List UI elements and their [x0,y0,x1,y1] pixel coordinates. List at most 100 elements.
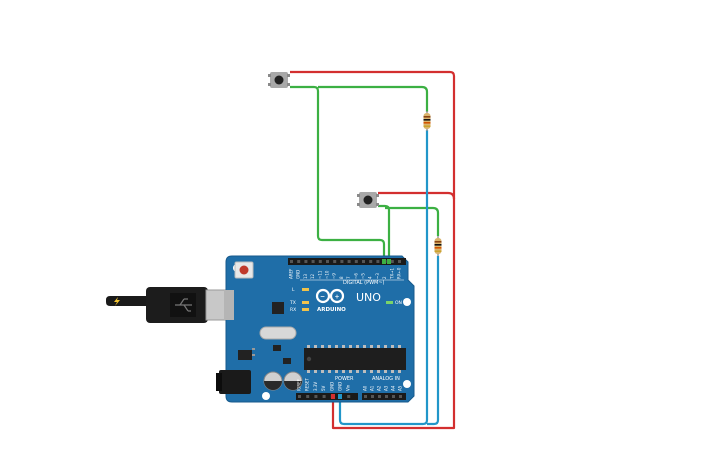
pin-label: GND [338,382,343,391]
digital-section-label: DIGITAL (PWM~) [343,280,385,286]
header-pin-hole[interactable] [318,260,322,263]
header-pin-hole[interactable] [304,260,308,263]
chip-pin [377,370,380,373]
wire-endpoints [331,259,391,399]
analog-section-label: ANALOG IN [372,376,400,382]
header-pin-hole[interactable] [369,260,373,263]
header-pin-hole[interactable] [333,260,337,263]
chip-pin [391,345,394,348]
header-pin-hole[interactable] [398,260,401,263]
pin-label: A1 [370,385,375,391]
header-pin-hole[interactable] [362,260,365,263]
header-pin-hole[interactable] [290,260,293,263]
pin-label: ~9 [332,273,337,279]
wire-green-button1-pin[interactable] [290,85,386,262]
header-pin-hole[interactable] [364,395,367,398]
chip-pin [328,345,331,348]
usb-symbol-icon [175,298,192,312]
header-pin-hole[interactable] [399,395,402,398]
pin-label: RX←0 [397,267,402,279]
pin-label: IOREF [297,378,302,391]
led-tx [302,301,309,304]
pin-label: ~5 [361,273,366,279]
pin-label: A4 [391,385,396,391]
chip-pin [328,370,331,373]
chip-pin [398,345,401,348]
pin-label: ~3 [375,273,380,279]
atmega-microcontroller [304,345,406,373]
chip-pin [335,345,338,348]
reset-button[interactable] [234,261,254,279]
chip-pin [314,345,317,348]
pin-label: TX→1 [389,267,394,280]
chip-pin [384,345,387,348]
pin-label: GND [329,382,334,391]
pushbutton-2-cap[interactable] [363,195,373,205]
wire-red-button2[interactable] [378,191,456,200]
pin-label: 5V [321,385,326,391]
usb-cable[interactable] [106,287,229,323]
chip-pin [356,345,359,348]
wire-red-5v-rail[interactable] [290,70,456,430]
header-pin-hole[interactable] [340,260,344,263]
pin-label: 7 [346,276,351,279]
wire-blue-resistor1-gnd[interactable] [338,130,429,426]
pin-label: ~6 [353,273,358,279]
digital-header [288,258,406,265]
wire-blue-resistor2-gnd[interactable] [427,256,440,426]
header-pin-hole[interactable] [326,260,329,263]
led-on [386,301,393,304]
header-pin-hole[interactable] [378,395,381,398]
pushbutton-1-cap[interactable] [274,75,284,85]
led-tx-label: TX [289,300,296,306]
wire-green-button1-resistor[interactable] [318,85,429,112]
resistor-2[interactable] [434,236,442,256]
pin-label: 3.3V [313,382,318,391]
small-component [273,345,281,351]
header-pin-hole[interactable] [371,395,374,398]
resistor-1[interactable] [423,111,431,131]
chip-pin [335,370,338,373]
header-pin-hole[interactable] [297,260,301,263]
chip-pin [370,370,373,373]
usb-cable-tail [106,296,150,306]
brand-label: ARDUINO [317,307,346,313]
analog-header [362,393,406,400]
header-pin-hole[interactable] [347,395,351,398]
header-pin-hole[interactable] [322,395,326,398]
chip-pin [398,370,401,373]
led-rx-label: RX [290,307,296,313]
led-l-label: L [292,287,295,293]
header-pin-hole[interactable] [306,395,310,398]
header-pin-hole[interactable] [298,395,301,398]
chip-pin [356,370,359,373]
header-pin-hole[interactable] [311,260,315,263]
pin-label: A3 [384,385,389,391]
pin-label: AREF [289,268,294,279]
header-pin-hole[interactable] [347,260,351,263]
mounting-hole [262,392,270,400]
header-pin-hole[interactable] [376,260,380,263]
header-pin-hole[interactable] [390,260,394,263]
pushbutton-1[interactable] [268,72,290,88]
chip-pin [342,345,345,348]
header-pin-hole[interactable] [385,395,388,398]
arduino-infinity-logo-icon [315,288,345,304]
chip-pin [349,370,352,373]
header-pin-hole[interactable] [314,395,318,398]
wire-green-button2-resistor[interactable] [385,206,440,236]
pushbutton-2[interactable] [357,192,379,208]
pin-label: 8 [339,276,344,279]
wires [290,70,456,430]
chip-pin [307,345,310,348]
svg-text:+: + [335,294,340,301]
chip-pin [342,370,345,373]
pin-label: A0 [363,385,368,391]
power-section-label: POWER [335,376,354,382]
chip-pin [363,345,366,348]
header-pin-hole[interactable] [392,395,395,398]
header-pin-hole[interactable] [354,260,358,263]
